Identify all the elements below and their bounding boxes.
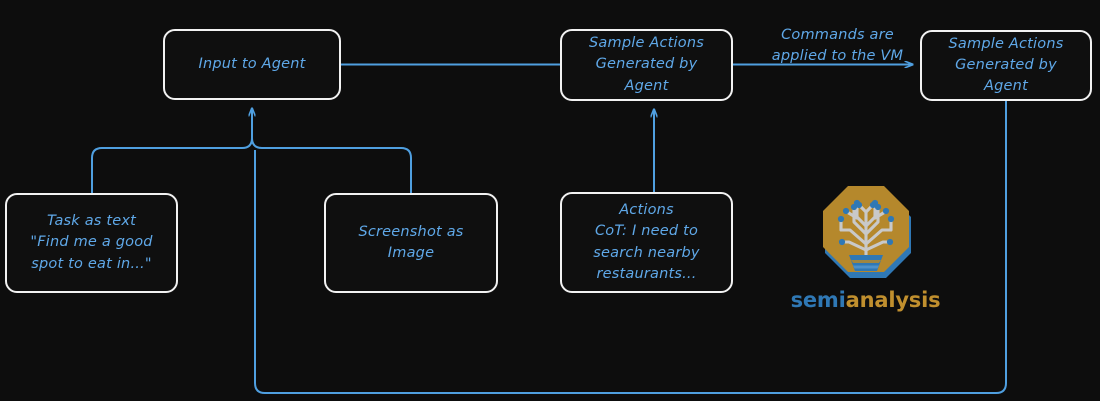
node-screenshot-as-image-label: Screenshot as Image [358,223,464,261]
edge-label-commands-applied-text: Commands are applied to the VM [771,27,904,64]
node-input-to-agent[interactable]: Input to Agent [163,29,341,100]
node-sample-actions-generated[interactable]: Sample Actions Generated by Agent [560,29,733,101]
edge-task-to-merge [91,108,252,193]
node-task-as-text[interactable]: Task as text "Find me a good spot to eat… [5,193,178,293]
edge-label-commands-applied: Commands are applied to the VM [750,5,925,66]
pot-shape [848,255,883,271]
edge-screenshot-to-merge [251,112,412,193]
semianalysis-wordmark: semianalysis [791,290,941,311]
wordmark-analysis: analysis [845,288,941,312]
node-input-to-agent-label: Input to Agent [198,55,306,72]
node-task-as-text-label: Task as text "Find me a good spot to eat… [30,213,153,272]
node-screenshot-as-image[interactable]: Screenshot as Image [324,193,498,293]
node-actions-cot-label: Actions CoT: I need to search nearby res… [593,202,700,282]
node-sample-actions-generated-label: Sample Actions Generated by Agent [589,35,704,94]
node-sample-actions-applied-label: Sample Actions Generated by Agent [948,35,1064,95]
semianalysis-logo: semianalysis [791,182,941,322]
node-actions-cot[interactable]: Actions CoT: I need to search nearby res… [560,192,733,293]
circuit-tree-icon [838,202,893,258]
wordmark-semi: semi [790,288,846,312]
node-sample-actions-applied[interactable]: Sample Actions Generated by Agent [920,30,1092,101]
circuit-node-dots [837,199,894,246]
semianalysis-mark-icon [816,182,916,284]
